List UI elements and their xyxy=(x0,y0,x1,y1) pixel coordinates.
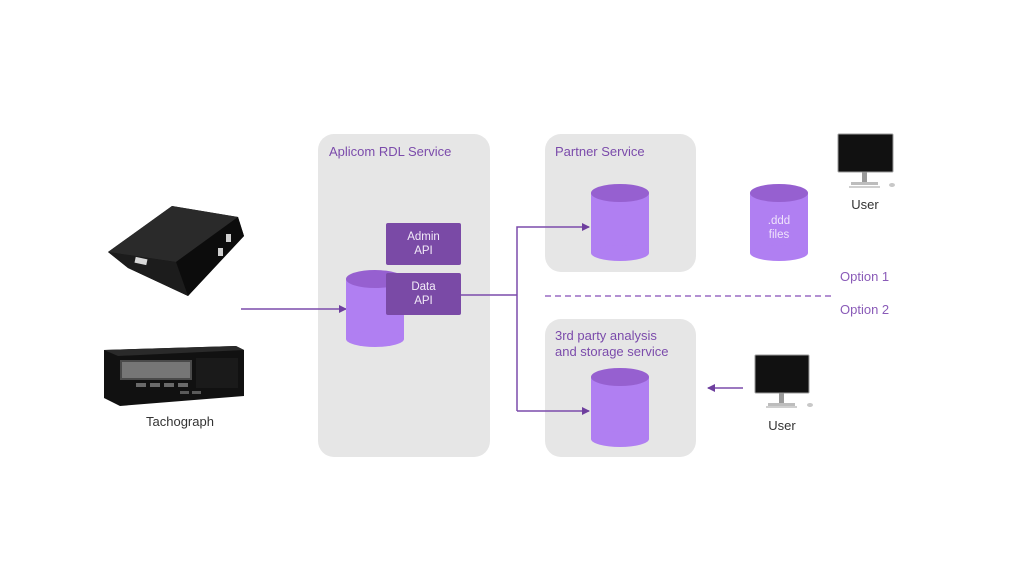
third-party-service-title: 3rd party analysis and storage service xyxy=(555,328,668,360)
admin-api-line1: Admin xyxy=(407,231,440,243)
ddd-files-label: .ddd files xyxy=(767,215,791,241)
admin-api-line2: API xyxy=(414,245,433,257)
option-1-label: Option 1 xyxy=(840,269,890,284)
data-api-line2: API xyxy=(414,295,433,307)
data-api-to-partner-arrow xyxy=(516,223,590,411)
user-top-label: User xyxy=(851,197,879,212)
partner-database-cylinder xyxy=(591,184,649,261)
data-api-box: Data API xyxy=(386,273,461,315)
admin-api-box: Admin API xyxy=(386,223,461,265)
third-party-database-cylinder xyxy=(591,368,649,447)
partner-service-title: Partner Service xyxy=(555,144,645,159)
option-2-label: Option 2 xyxy=(840,302,890,317)
data-api-line1: Data xyxy=(411,281,436,293)
tachograph-icon xyxy=(104,346,244,406)
rdl-service-title: Aplicom RDL Service xyxy=(329,144,452,159)
user-bottom-label: User xyxy=(768,418,796,433)
rdl-device-icon xyxy=(108,206,244,296)
tachograph-label: Tachograph xyxy=(146,414,214,429)
user-top-computer-icon xyxy=(837,133,895,188)
ddd-files-cylinder xyxy=(750,184,808,261)
third-party-title-line1: 3rd party analysis xyxy=(555,328,657,343)
third-party-title-line2: and storage service xyxy=(555,344,669,359)
user-bottom-computer-icon xyxy=(754,354,813,408)
